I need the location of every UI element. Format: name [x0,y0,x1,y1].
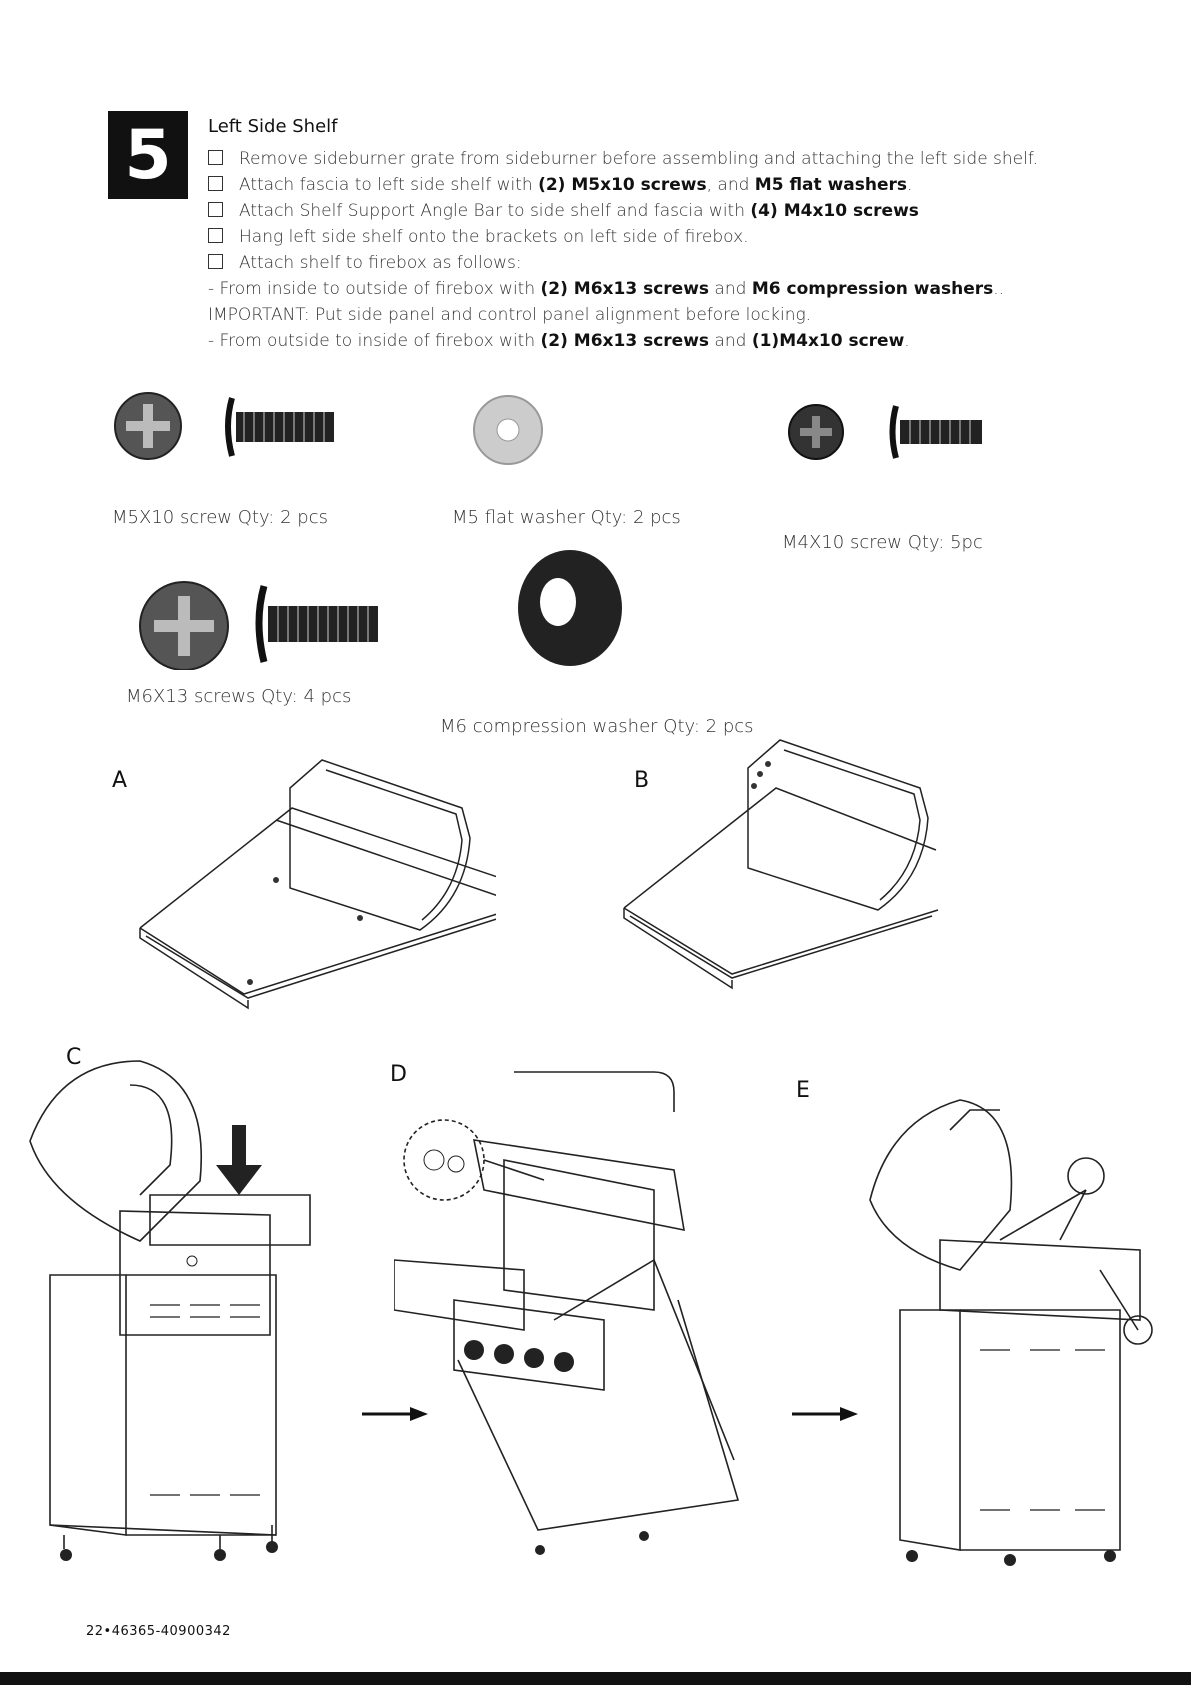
arrow-right-icon [792,1407,858,1421]
instruction-text: .. [993,279,1005,299]
instruction-emphasis: (4) M4x10 screws [750,201,919,221]
m6-washer-label: M6 compression washer Qty: 2 pcs [440,716,754,737]
instruction-emphasis: (2) M6x13 screws [540,331,710,351]
instruction-line: Remove sideburner grate from sideburner … [208,146,1108,172]
instruction-line: Hang left side shelf onto the brackets o… [208,224,1108,250]
step-number-badge: 5 [108,111,188,199]
figure-d-screw-attach-diagram [394,1071,740,1555]
checkbox-icon[interactable] [208,202,223,217]
m5x10-screw-icon [114,392,334,460]
checkbox-icon[interactable] [208,176,223,191]
figure-c-grill-shelf-hang-diagram [29,1060,311,1561]
instruction-line: Attach Shelf Support Angle Bar to side s… [208,198,1108,224]
figure-label-e: E [796,1078,810,1103]
checkbox-icon[interactable] [208,150,223,165]
instruction-line: - From outside to inside of firebox with… [208,328,1108,354]
checkbox-icon[interactable] [208,254,223,269]
instruction-text: Remove sideburner grate from sideburner … [239,149,1039,169]
figure-e-outside-screw-diagram [869,1099,1153,1566]
instruction-emphasis: (2) M6x13 screws [540,279,710,299]
figure-label-c: C [66,1045,82,1070]
instruction-text: Attach shelf to firebox as follows: [239,253,522,273]
step-title: Left Side Shelf [208,116,338,137]
instruction-text: - From outside to inside of firebox with [208,331,541,351]
instruction-line: Attach shelf to firebox as follows: [208,250,1108,276]
instruction-text: IMPORTANT: Put side panel and control pa… [208,305,812,325]
m6-compression-washer-icon [518,550,622,666]
instruction-text: . [904,331,910,351]
m4x10-label: M4X10 screw Qty: 5pc [782,532,983,553]
instruction-text: , and [706,175,755,195]
instruction-emphasis: (1)M4x10 screw [751,331,905,351]
instruction-text: and [709,279,752,299]
instruction-text: Attach Shelf Support Angle Bar to side s… [239,201,751,221]
instruction-emphasis: (2) M5x10 screws [538,175,707,195]
figure-label-b: B [634,768,650,793]
instruction-text: and [709,331,752,351]
instruction-line: - From inside to outside of firebox with… [208,276,1108,302]
m4x10-screw-icon [788,404,982,460]
instruction-line: Attach fascia to left side shelf with (2… [208,172,1108,198]
m5-flat-washer-icon [473,395,543,465]
arrow-right-icon [362,1407,428,1421]
instruction-emphasis: M6 compression washers [751,279,994,299]
instruction-line: IMPORTANT: Put side panel and control pa… [208,302,1108,328]
document-code: 22•46365-40900342 [86,1624,231,1639]
instruction-text: Hang left side shelf onto the brackets o… [239,227,749,247]
figure-label-d: D [390,1062,407,1087]
figure-b-support-bar-diagram [623,739,939,990]
instruction-list: Remove sideburner grate from sideburner … [208,146,1108,354]
instruction-text: Attach fascia to left side shelf with [239,175,539,195]
bottom-rule [0,1672,1191,1685]
m5x10-label: M5X10 screw Qty: 2 pcs [112,507,328,528]
figure-a-shelf-fascia-diagram [139,759,496,1010]
instruction-text: . [907,175,913,195]
instruction-text: - From inside to outside of firebox with [208,279,541,299]
m5-washer-label: M5 flat washer Qty: 2 pcs [452,507,681,528]
figure-label-a: A [112,768,128,793]
m6x13-label: M6X13 screws Qty: 4 pcs [126,686,352,707]
m6x13-screw-icon [139,581,378,670]
checkbox-icon[interactable] [208,228,223,243]
instruction-emphasis: M5 flat washers [754,175,908,195]
